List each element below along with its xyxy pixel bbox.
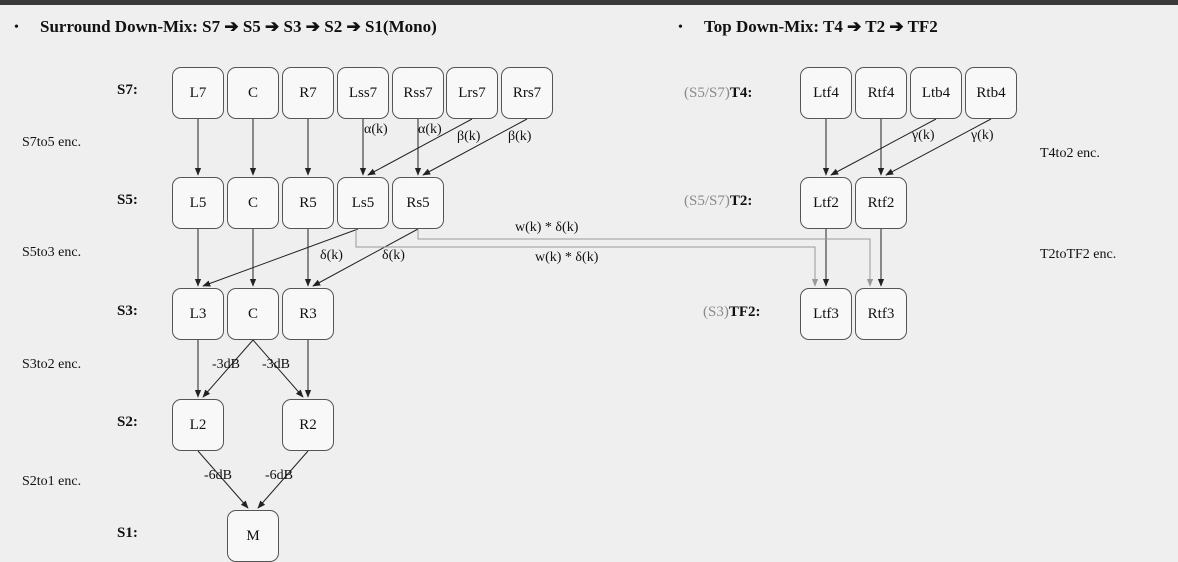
row-label-s3: S3: xyxy=(117,303,138,319)
row-label-s7: S7: xyxy=(117,82,138,98)
surround-heading: Surround Down-Mix: S7 ➔ S5 ➔ S3 ➔ S2 ➔ S… xyxy=(40,17,437,36)
gain-delta-1: δ(k) xyxy=(320,248,343,263)
arrow-lrs7-ls5 xyxy=(367,118,473,176)
row-name-tf2: TF2: xyxy=(728,304,761,320)
top-heading: Top Down-Mix: T4 ➔ T2 ➔ TF2 xyxy=(704,17,938,36)
arrow-rtb4-rtf2 xyxy=(885,118,992,176)
cross-link-ls5-ltf3 xyxy=(355,229,819,287)
gain-alpha-1: α(k) xyxy=(364,122,388,137)
enc-s7to5: S7to5 enc. xyxy=(22,135,82,150)
box-lss7: Lss7 xyxy=(337,67,389,119)
box-l5: L5 xyxy=(172,177,224,229)
box-l3: L3 xyxy=(172,288,224,340)
box-ltf4: Ltf4 xyxy=(800,67,852,119)
cross-link-rs5-rtf3 xyxy=(417,229,874,287)
arrow-rrs7-rs5 xyxy=(422,118,528,176)
row-prefix-t2: (S5/S7) xyxy=(684,193,730,209)
box-l2: L2 xyxy=(172,399,224,451)
arrow-ltb4-ltf2 xyxy=(830,118,937,176)
box-r2: R2 xyxy=(282,399,334,451)
box-c5: C xyxy=(227,177,279,229)
row-label-s1: S1: xyxy=(117,525,138,541)
enc-s5to3: S5to3 enc. xyxy=(22,245,82,260)
enc-s3to2: S3to2 enc. xyxy=(22,357,82,372)
arrow-ls5-l3 xyxy=(202,228,359,287)
gain-m6db-1: -6dB xyxy=(204,468,232,483)
enc-t4to2: T4to2 enc. xyxy=(1040,146,1100,161)
arrow-l2-m xyxy=(197,450,249,509)
gain-gamma-2: γ(k) xyxy=(971,128,994,143)
arrow-c3-r2 xyxy=(252,339,304,398)
gain-m6db-2: -6dB xyxy=(265,468,293,483)
arrow-r2-m xyxy=(257,450,309,509)
box-ls5: Ls5 xyxy=(337,177,389,229)
cross-label-upper: w(k) * δ(k) xyxy=(515,220,579,235)
gain-delta-2: δ(k) xyxy=(382,248,405,263)
row-label-t2: (S5/S7)T2: xyxy=(684,193,752,210)
gain-gamma-1: γ(k) xyxy=(912,128,935,143)
row-name-t2: T2: xyxy=(729,193,753,209)
gain-beta-1: β(k) xyxy=(457,129,481,144)
box-ltf3: Ltf3 xyxy=(800,288,852,340)
box-r3: R3 xyxy=(282,288,334,340)
enc-s2to1: S2to1 enc. xyxy=(22,474,82,489)
box-rtb4: Rtb4 xyxy=(965,67,1017,119)
box-rrs7: Rrs7 xyxy=(501,67,553,119)
box-lrs7: Lrs7 xyxy=(446,67,498,119)
top-bar xyxy=(0,0,1178,5)
box-rtf2: Rtf2 xyxy=(855,177,907,229)
gain-m3db-1: -3dB xyxy=(212,357,240,372)
enc-t2totf2: T2toTF2 enc. xyxy=(1040,247,1117,262)
right-bullet: • xyxy=(678,20,683,35)
box-ltb4: Ltb4 xyxy=(910,67,962,119)
box-rtf3: Rtf3 xyxy=(855,288,907,340)
gain-alpha-2: α(k) xyxy=(418,122,442,137)
row-label-tf2: (S3)TF2: xyxy=(703,304,761,321)
box-r5: R5 xyxy=(282,177,334,229)
row-label-s2: S2: xyxy=(117,414,138,430)
arrow-rs5-r3 xyxy=(312,228,419,287)
box-rtf4: Rtf4 xyxy=(855,67,907,119)
gain-m3db-2: -3dB xyxy=(262,357,290,372)
row-prefix-t4: (S5/S7) xyxy=(684,85,730,101)
box-m: M xyxy=(227,510,279,562)
row-prefix-tf2: (S3) xyxy=(703,304,729,320)
box-l7: L7 xyxy=(172,67,224,119)
arrow-c3-l2 xyxy=(202,339,254,398)
box-c7: C xyxy=(227,67,279,119)
row-name-t4: T4: xyxy=(729,85,753,101)
gain-beta-2: β(k) xyxy=(508,129,532,144)
box-rs5: Rs5 xyxy=(392,177,444,229)
cross-label-lower: w(k) * δ(k) xyxy=(535,250,599,265)
box-rss7: Rss7 xyxy=(392,67,444,119)
box-ltf2: Ltf2 xyxy=(800,177,852,229)
left-bullet: • xyxy=(14,20,19,35)
row-label-s5: S5: xyxy=(117,192,138,208)
box-c3: C xyxy=(227,288,279,340)
row-label-t4: (S5/S7)T4: xyxy=(684,85,752,102)
box-r7: R7 xyxy=(282,67,334,119)
